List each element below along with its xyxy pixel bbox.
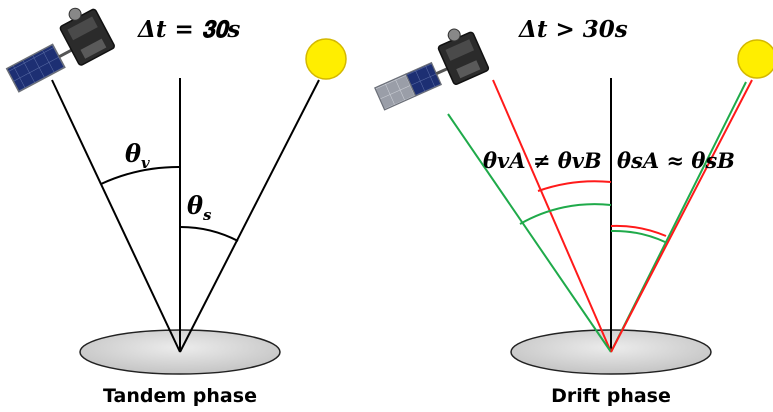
right-panel: Δ𝒕 > 30𝒔 𝜽𝒗𝑨 ≠ 𝜽𝒗𝑩 𝜽𝒔𝑨 ≈ 𝜽𝒔𝑩 Drift phase	[374, 16, 773, 407]
sun-icon	[305, 38, 347, 80]
view-angle-label: 𝜽𝒗	[125, 139, 150, 172]
right-caption: Drift phase	[551, 385, 671, 407]
view-angle-relation: 𝜽𝒗𝑨 ≠ 𝜽𝒗𝑩	[483, 148, 602, 173]
sun-angle-symbol: 𝜽	[187, 191, 203, 220]
view-line-red	[492, 79, 612, 353]
sun-angle-label: 𝜽𝒔	[187, 191, 212, 224]
sun-line-red	[610, 79, 753, 353]
sun-line	[179, 79, 320, 353]
sun-angle-subscript: 𝒔	[203, 206, 212, 224]
sun-angle-arc-green	[610, 229, 666, 243]
sun-angle-relation: 𝜽𝒔𝑨 ≈ 𝜽𝒔𝑩	[617, 148, 735, 173]
left-panel: Δ𝒕 = 𝟑𝟎𝒔 𝜽𝒗 𝜽𝒔 Tandem phase	[5, 7, 347, 407]
satellite-icon	[5, 7, 115, 93]
sun-icon	[737, 39, 773, 79]
view-angle-arc-green	[519, 203, 612, 225]
view-angle-symbol: 𝜽	[125, 139, 141, 168]
view-angle-arc-red	[537, 180, 612, 192]
satellite-icon	[374, 28, 490, 111]
view-line-green	[447, 113, 612, 353]
view-angle-subscript: 𝒗	[141, 154, 150, 172]
view-line	[51, 79, 181, 353]
sun-angle-arc-red	[610, 224, 667, 237]
left-time-label: Δ𝒕 = 𝟑𝟎𝒔	[137, 16, 240, 43]
view-angle-arc	[100, 165, 181, 185]
sun-angle-arc	[179, 225, 239, 242]
left-caption: Tandem phase	[103, 385, 257, 407]
right-time-label: Δ𝒕 > 30𝒔	[518, 16, 628, 43]
